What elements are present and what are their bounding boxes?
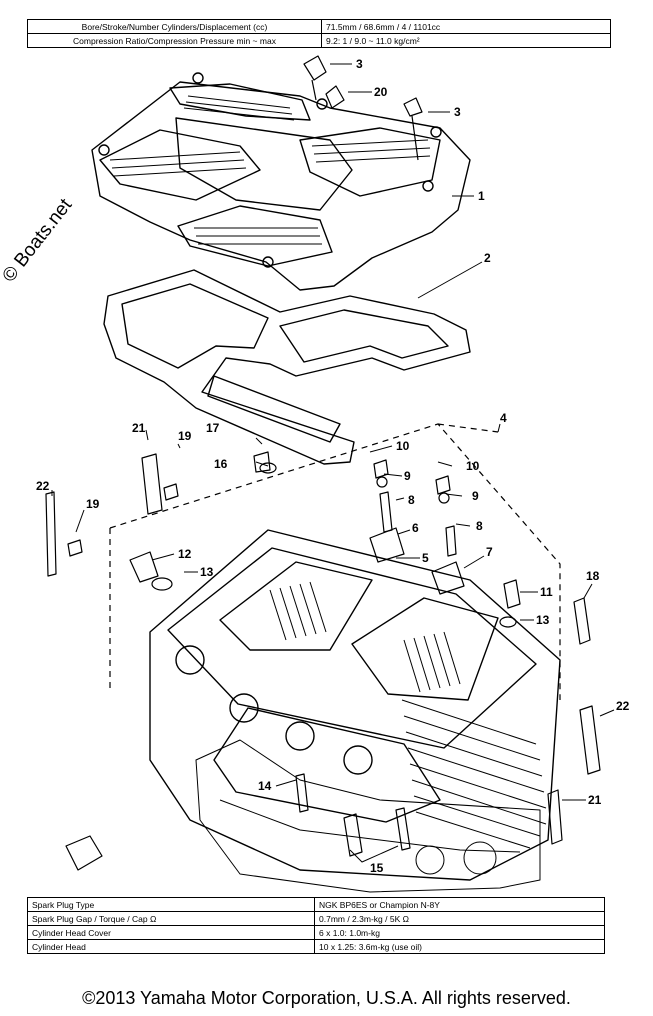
dashed-outline-group-4 <box>109 423 561 700</box>
cylinder-head-cover <box>91 72 471 291</box>
table-row: Cylinder Head Cover 6 x 1.0: 1.0m-kg <box>27 925 605 940</box>
copyright-notice: ©2013 Yamaha Motor Corporation, U.S.A. A… <box>82 988 571 1008</box>
part-label: 2 <box>484 251 491 265</box>
spec-label: Cylinder Head Cover <box>27 925 315 940</box>
part-label: 9 <box>472 489 479 503</box>
part-label: 19 <box>86 497 100 511</box>
spec-value: 0.7mm / 2.3m-kg / 5K Ω <box>314 911 605 926</box>
small-parts <box>45 55 601 871</box>
spec-label: Compression Ratio/Compression Pressure m… <box>27 33 322 48</box>
part-label: 15 <box>370 861 384 875</box>
engine-spec-table: Bore/Stroke/Number Cylinders/Displacemen… <box>27 19 611 48</box>
part-label: 18 <box>586 569 600 583</box>
part-label: 8 <box>408 493 415 507</box>
spec-label: Bore/Stroke/Number Cylinders/Displacemen… <box>27 19 322 34</box>
spec-value: 9.2: 1 / 9.0 ~ 11.0 kg/cm² <box>321 33 611 48</box>
part-label: 4 <box>500 411 507 425</box>
part-label: 13 <box>200 565 214 579</box>
spec-label: Spark Plug Type <box>27 897 315 912</box>
spec-label: Spark Plug Gap / Torque / Cap Ω <box>27 911 315 926</box>
part-label: 1 <box>478 189 485 203</box>
part-label: 11 <box>540 585 553 599</box>
cylinder-head <box>149 529 561 881</box>
part-label: 17 <box>206 421 220 435</box>
part-label: 3 <box>454 105 461 119</box>
part-label: 5 <box>422 551 429 565</box>
part-label: 22 <box>36 479 50 493</box>
leader-lines <box>51 63 615 863</box>
table-row: Spark Plug Type NGK BP6ES or Champion N-… <box>27 897 605 912</box>
spec-value: 10 x 1.25: 3.6m-kg (use oil) <box>314 939 605 954</box>
part-label: 6 <box>412 521 419 535</box>
spec-value: NGK BP6ES or Champion N-8Y <box>314 897 605 912</box>
part-label: 21 <box>132 421 146 435</box>
cylinder-block <box>195 739 541 893</box>
part-label: 16 <box>214 457 228 471</box>
part-label: 3 <box>356 57 363 71</box>
table-row: Spark Plug Gap / Torque / Cap Ω 0.7mm / … <box>27 911 605 926</box>
cover-gasket <box>103 269 471 465</box>
spec-value: 6 x 1.0: 1.0m-kg <box>314 925 605 940</box>
part-label: 21 <box>588 793 602 807</box>
part-label: 12 <box>178 547 192 561</box>
part-label: 7 <box>486 545 493 559</box>
spec-label: Cylinder Head <box>27 939 315 954</box>
part-label: 19 <box>178 429 192 443</box>
part-label: 8 <box>476 519 483 533</box>
table-row: Bore/Stroke/Number Cylinders/Displacemen… <box>27 19 611 34</box>
part-label: 9 <box>404 469 411 483</box>
part-label: 22 <box>616 699 630 713</box>
part-label: 13 <box>536 613 550 627</box>
table-row: Compression Ratio/Compression Pressure m… <box>27 33 611 48</box>
part-numbers: 3 20 3 1 2 4 17 21 19 16 10 9 10 9 8 8 6… <box>36 57 630 875</box>
part-label: 10 <box>466 459 480 473</box>
table-row: Cylinder Head 10 x 1.25: 3.6m-kg (use oi… <box>27 939 605 954</box>
part-label: 10 <box>396 439 410 453</box>
part-label: 20 <box>374 85 388 99</box>
part-label: 14 <box>258 779 272 793</box>
torque-spec-table: Spark Plug Type NGK BP6ES or Champion N-… <box>27 897 605 954</box>
spec-value: 71.5mm / 68.6mm / 4 / 1101cc <box>321 19 611 34</box>
